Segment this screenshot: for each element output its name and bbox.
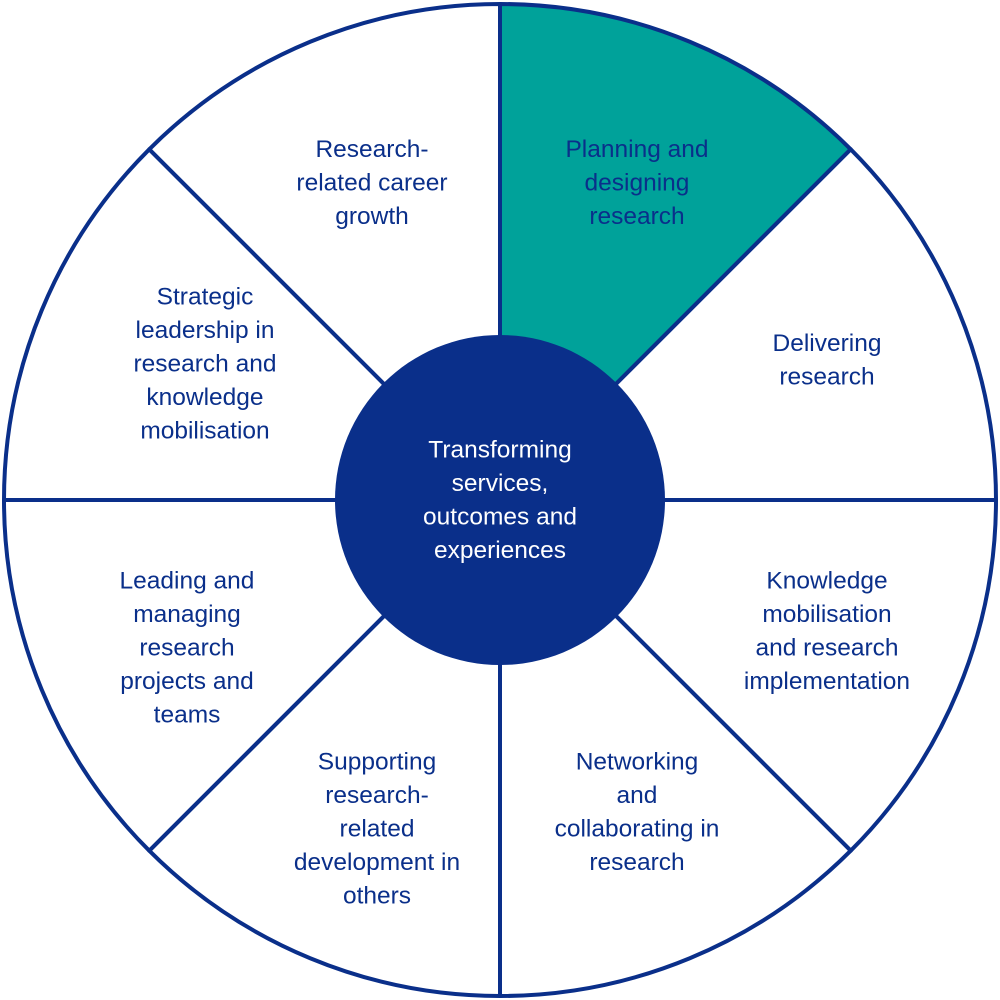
segment-label-line: and xyxy=(617,782,658,809)
segment-label-line: designing xyxy=(585,170,690,197)
segment-label-leading-and-managing: Leading and managing research projects and t… xyxy=(120,568,255,729)
segment-label-line: growth xyxy=(335,203,409,230)
center-label: Transforming services, outcomes and experie… xyxy=(423,436,577,564)
segment-label-line: leadership in xyxy=(136,317,275,344)
segment-label-strategic-leadership: Strategic leadership in research and knowle… xyxy=(133,284,276,445)
segment-label-line: knowledge xyxy=(146,384,263,411)
center-label-line: Transforming xyxy=(428,436,571,463)
segment-label-line: Research- xyxy=(315,136,428,163)
segment-label-line: collaborating in xyxy=(555,815,720,842)
segment-label-line: teams xyxy=(154,702,221,729)
segment-label-line: mobilisation xyxy=(762,601,891,628)
segment-label-line: research and xyxy=(133,351,276,378)
segment-label-line: Delivering xyxy=(773,330,882,357)
center-label-line: services, xyxy=(452,470,549,497)
segment-label-line: mobilisation xyxy=(140,418,269,445)
segment-label-supporting-development-in-others: Supporting research-related development in… xyxy=(294,749,460,910)
segment-label-line: development in xyxy=(294,849,460,876)
segment-label-line: Planning and xyxy=(565,136,708,163)
segment-label-line: implementation xyxy=(744,668,910,695)
segment-label-networking-and-collaborating: Networking and collaborating in research xyxy=(555,748,720,876)
segment-label-line: managing xyxy=(133,601,241,628)
segment-label-line: related career xyxy=(296,170,447,197)
segment-label-line: research xyxy=(779,363,874,390)
center-label-line: experiences xyxy=(434,537,566,564)
segment-label-line: Supporting xyxy=(318,749,437,776)
segment-label-planning-and-designing-research: Planning and designing research xyxy=(565,136,708,230)
segment-label-line: Knowledge xyxy=(766,567,887,594)
segment-label-line: Networking xyxy=(576,748,699,775)
segment-label-career-growth: Research-related career growth xyxy=(296,136,447,230)
segment-label-line: research- xyxy=(325,782,428,809)
segment-label-line: research xyxy=(589,849,684,876)
segment-label-line: others xyxy=(343,883,411,910)
segment-label-line: and research xyxy=(755,634,898,661)
segment-label-knowledge-mobilisation: Knowledge mobilisation and research impleme… xyxy=(744,567,910,695)
center-hub[interactable] xyxy=(335,335,665,665)
segment-label-line: projects and xyxy=(120,668,253,695)
center-label-line: outcomes and xyxy=(423,503,577,530)
segment-label-line: research xyxy=(139,635,234,662)
segment-label-line: related xyxy=(340,816,415,843)
segment-label-line: research xyxy=(589,203,684,230)
segment-label-line: Leading and xyxy=(120,568,255,595)
segment-label-line: Strategic xyxy=(157,284,254,311)
segment-label-delivering-research: Delivering research xyxy=(773,330,882,391)
